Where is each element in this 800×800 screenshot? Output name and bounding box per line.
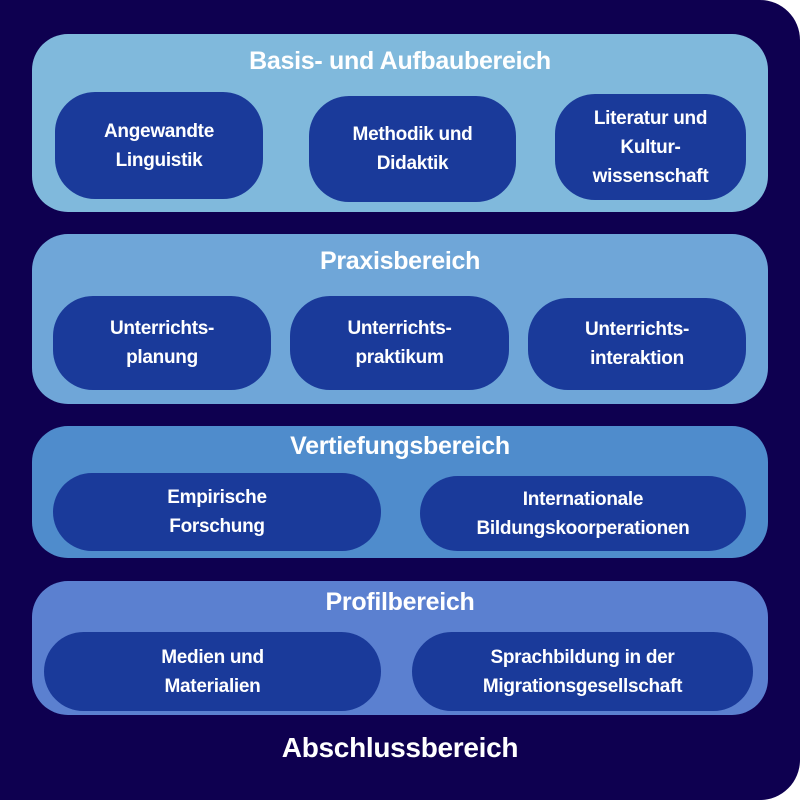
module-box: Empirische Forschung: [53, 473, 381, 551]
section-praxis: Praxisbereich Unterrichts- planung Unter…: [32, 234, 768, 404]
module-box: Unterrichts- interaktion: [528, 298, 746, 390]
footer-title: Abschlussbereich: [281, 732, 519, 763]
section-title: Profilbereich: [325, 588, 475, 616]
module-box: Sprachbildung in der Migrationsgesellsch…: [412, 632, 753, 711]
section-basis: Basis- und Aufbaubereich Angewandte Ling…: [32, 34, 768, 212]
section-profil: Profilbereich Medien und Materialien Spr…: [32, 581, 768, 715]
module-box: Internationale Bildungskoorperationen: [420, 476, 746, 551]
section-title: Praxisbereich: [319, 247, 481, 275]
module-box: Unterrichts- praktikum: [290, 296, 509, 390]
section-title: Vertiefungsbereich: [290, 432, 510, 460]
module-box: Unterrichts- planung: [53, 296, 271, 390]
module-box: Methodik und Didaktik: [309, 96, 516, 202]
module-box: Angewandte Linguistik: [55, 92, 263, 199]
module-box: Medien und Materialien: [44, 632, 381, 711]
section-title: Basis- und Aufbaubereich: [249, 47, 551, 75]
section-vertiefung: Vertiefungsbereich Empirische Forschung …: [32, 426, 768, 558]
module-box: Literatur und Kultur- wissenschaft: [555, 94, 746, 200]
